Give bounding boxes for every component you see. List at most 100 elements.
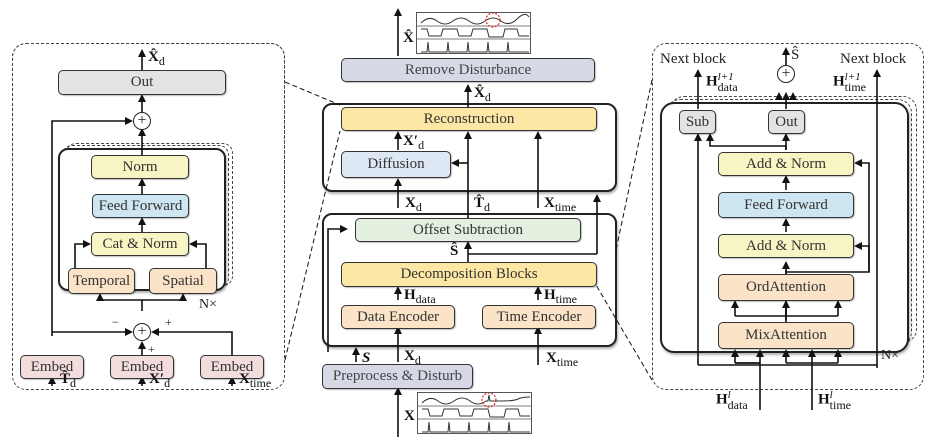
left-out-label: Out — [130, 74, 154, 90]
var: H — [404, 287, 416, 303]
right-sub-label: Sub — [685, 113, 710, 130]
right-s-hat-label: Ŝ — [791, 47, 800, 63]
left-combine-add-icon: + — [133, 323, 151, 341]
var: S — [362, 350, 371, 366]
left-embed-label-1: Embed — [30, 358, 74, 375]
preprocess-disturb-label: Preprocess & Disturb — [332, 368, 463, 384]
bottom-label-xtime: Xtime — [546, 350, 578, 369]
next-block-left-label: Next block — [660, 51, 727, 67]
time-encoder-box: Time Encoder — [482, 305, 596, 329]
var: X — [405, 195, 416, 211]
left-norm-box: Norm — [91, 155, 189, 179]
bottom-label-xd: Xd — [404, 349, 421, 367]
input-waveform-thumbnail — [417, 392, 532, 434]
left-output-sub: d — [158, 54, 165, 68]
left-embed-label-2: Embed — [120, 358, 164, 375]
left-minus-sign: − — [112, 315, 119, 329]
left-cat-norm-box: Cat & Norm — [91, 232, 189, 256]
reconstruction-output-label: X̂d — [474, 85, 491, 104]
left-embed-input-3: Xtime — [239, 371, 272, 390]
h-time-label: Htime — [544, 287, 577, 306]
left-embed-input-2: X′d — [149, 371, 171, 390]
decomposition-blocks-box: Decomposition Blocks — [341, 262, 597, 287]
sub: d — [484, 200, 491, 214]
sub: d — [418, 138, 425, 152]
bottom-label-s: S — [362, 351, 370, 366]
right-feed-forward-label: Feed Forward — [744, 196, 828, 213]
left-output-var: X̂ — [148, 49, 159, 65]
input-waveform-icon — [418, 392, 531, 433]
var: H — [544, 287, 556, 303]
center-output-label: X̂ — [403, 30, 414, 46]
right-repeated-block — [660, 102, 909, 353]
sub: time — [829, 398, 851, 413]
sub: data — [415, 292, 436, 306]
var: X — [239, 371, 250, 387]
left-feed-forward-box: Feed Forward — [92, 194, 189, 218]
ord-attention-box: OrdAttention — [718, 274, 854, 301]
right-panel-frame — [652, 43, 924, 390]
right-out-label: Out — [775, 113, 798, 130]
left-embed-box-3: Embed — [200, 355, 264, 379]
time-encoder-label: Time Encoder — [496, 308, 582, 325]
var: X — [546, 350, 557, 366]
diffusion-label: Diffusion — [367, 156, 425, 172]
mid-label-td: T̂d — [474, 195, 491, 214]
sub: d — [414, 353, 421, 367]
sup: l+1 — [717, 71, 734, 83]
right-add-norm-bottom-box: Add & Norm — [718, 234, 854, 258]
left-cat-norm-label: Cat & Norm — [102, 235, 178, 252]
right-feed-forward-box: Feed Forward — [718, 192, 854, 218]
mid-label-xtime: Xtime — [544, 195, 577, 214]
sub: d — [164, 376, 171, 390]
remove-disturbance-box: Remove Disturbance — [341, 58, 595, 82]
left-out-box: Out — [58, 70, 226, 95]
output-waveform-thumbnail — [416, 12, 531, 54]
input-x-label: X — [404, 408, 415, 424]
mix-attention-box: MixAttention — [718, 322, 854, 349]
var: H — [706, 73, 718, 90]
left-feed-forward-label: Feed Forward — [98, 197, 183, 214]
sub: data — [727, 398, 748, 413]
sub: time — [554, 200, 577, 214]
data-encoder-box: Data Encoder — [341, 305, 455, 329]
sup: l+1 — [844, 71, 861, 83]
right-add-norm-top-label: Add & Norm — [746, 155, 826, 172]
left-spatial-box: Spatial — [149, 268, 217, 294]
sub: data — [717, 80, 738, 95]
var: T̂ — [474, 195, 485, 211]
remove-disturbance-label: Remove Disturbance — [404, 61, 532, 78]
left-embed-input-1: T̂d — [60, 372, 76, 390]
var: X̂ — [474, 85, 485, 101]
var: X′ — [149, 371, 165, 387]
left-temporal-box: Temporal — [68, 268, 135, 294]
var: H — [833, 73, 845, 90]
left-norm-label: Norm — [122, 158, 158, 175]
reconstruction-label: Reconstruction — [423, 110, 515, 127]
reconstruction-box: Reconstruction — [341, 107, 597, 131]
offset-subtraction-box: Offset Subtraction — [355, 218, 581, 242]
sub: time — [555, 292, 577, 306]
var: H — [818, 391, 830, 408]
left-spatial-label: Spatial — [162, 272, 204, 289]
right-out-box: Out — [768, 110, 805, 134]
anomaly-highlight-icon — [481, 392, 497, 408]
sub: d — [484, 90, 491, 104]
sub: time — [249, 376, 272, 390]
sub: time — [844, 80, 866, 95]
sup: l — [727, 389, 731, 401]
var: H — [716, 391, 728, 408]
data-encoder-label: Data Encoder — [356, 308, 440, 325]
sub: d — [415, 200, 422, 214]
preprocess-disturb-box: Preprocess & Disturb — [322, 364, 473, 389]
var: X — [544, 195, 555, 211]
right-sum-icon: + — [777, 65, 795, 83]
